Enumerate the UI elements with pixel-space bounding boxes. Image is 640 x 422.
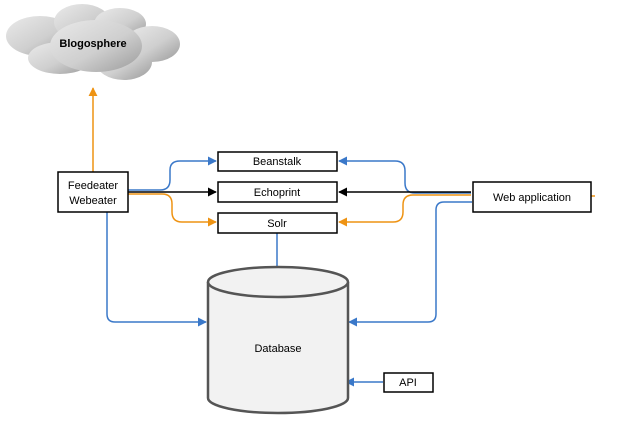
feedeater-webeater-node: Feedeater Webeater — [57, 171, 129, 213]
edge-feedeater-to-database — [106, 212, 207, 327]
webapp-edges — [338, 156, 595, 327]
feedeater-label: Feedeater — [68, 180, 118, 192]
database-label: Database — [254, 343, 301, 355]
edge-webapp-to-beanstalk — [338, 156, 471, 194]
solr-node: Solr — [217, 212, 338, 234]
api-label: API — [399, 377, 417, 389]
feedeater-edges — [88, 87, 217, 327]
beanstalk-node: Beanstalk — [217, 151, 338, 172]
solr-label: Solr — [267, 218, 287, 230]
blogosphere-cloud: Blogosphere — [6, 4, 180, 80]
edge-feedeater-to-beanstalk — [128, 156, 217, 191]
echoprint-node: Echoprint — [217, 181, 338, 203]
edge-webapp-to-solr — [338, 194, 471, 227]
edge-webapp-to-database — [348, 201, 472, 327]
api-node: API — [383, 372, 434, 393]
echoprint-label: Echoprint — [254, 187, 300, 199]
webeater-label: Webeater — [69, 195, 117, 207]
blogosphere-label: Blogosphere — [59, 38, 126, 50]
web-application-label: Web application — [493, 192, 571, 204]
database-node: Database — [206, 265, 350, 415]
web-application-node: Web application — [472, 181, 592, 213]
beanstalk-label: Beanstalk — [253, 156, 302, 168]
edge-feedeater-to-solr — [128, 193, 217, 227]
